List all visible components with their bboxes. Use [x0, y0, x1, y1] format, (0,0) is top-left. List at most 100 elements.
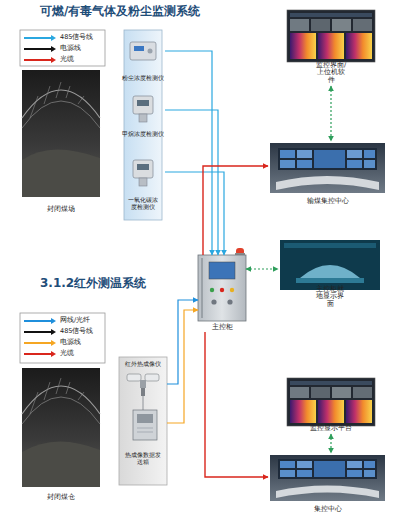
methane-detector-icon: [133, 96, 153, 122]
node-caption: 封闭煤场: [21, 204, 101, 214]
legend-text: 电源线: [60, 44, 81, 53]
legend-line-sample: [24, 48, 52, 50]
photo-background: [22, 368, 100, 487]
local-display: 主控柜就地显示界面: [278, 238, 382, 310]
node-caption: 甲烷浓度检测仪: [121, 129, 165, 138]
legend-arrowhead: [51, 340, 56, 346]
camera-pole: [141, 388, 145, 396]
device-band: [124, 30, 162, 220]
camera-mount: [140, 380, 146, 388]
camera-cable: [143, 396, 144, 410]
box-vent: [137, 428, 153, 429]
camera-body: [145, 374, 159, 381]
control-center: 集控中心: [268, 453, 387, 515]
signal-connector: [205, 332, 268, 477]
video-thumb: [332, 19, 351, 31]
device-sensor: [139, 114, 147, 122]
device-band: [119, 357, 167, 485]
indicator-lamp: [210, 288, 214, 292]
coal-yard-photo: [22, 70, 100, 197]
thermal-image: [318, 400, 344, 423]
wall-screen: [297, 470, 312, 477]
control-knob: [227, 299, 232, 304]
display-header: [284, 243, 376, 248]
signal-connector: [165, 51, 212, 255]
video-thumb: [290, 19, 309, 31]
legend-arrowhead: [51, 318, 56, 324]
node-caption: 监控显示平台: [286, 424, 376, 434]
device-body: [133, 160, 153, 178]
wall-screen: [280, 461, 295, 468]
legend-arrowhead: [51, 46, 56, 52]
wall-screen: [347, 160, 362, 168]
detector: 一氧化碳浓度检测仪: [121, 155, 165, 211]
wall-screen: [297, 160, 312, 168]
wall-screen: [364, 160, 375, 168]
wall-screen: [314, 461, 345, 477]
device-body: [133, 96, 153, 114]
legend-arrowhead: [51, 35, 56, 41]
video-wall: [278, 459, 377, 479]
wall-screen: [364, 470, 375, 477]
control-room-image: [270, 143, 385, 193]
wall-screen: [364, 150, 375, 158]
cabinet-body: [198, 255, 246, 321]
legend-text: 光缆: [60, 55, 74, 64]
legend-row: 光缆: [24, 55, 102, 64]
wall-screen: [297, 461, 312, 468]
control-room-image: [270, 455, 385, 501]
warning-beacon: [236, 248, 244, 255]
indicator-lamp: [220, 288, 224, 292]
device-display: [137, 100, 149, 106]
legend-row: 电源线: [24, 338, 102, 347]
wall-screen: [280, 470, 295, 477]
node-caption: 集控中心: [273, 505, 383, 515]
wall-screen: [347, 461, 362, 468]
wall-screen: [314, 150, 345, 168]
control-center: 输煤集控中心: [268, 141, 387, 207]
video-thumb: [311, 19, 330, 31]
legend-text: 485信号线: [60, 327, 93, 336]
node-caption: 主控柜就地显示界面: [313, 285, 347, 310]
monitor-display: 监控显示平台: [285, 376, 377, 434]
legend-row: 网线/光纤: [24, 316, 102, 325]
signal-connector: [167, 310, 198, 423]
video-thumb: [290, 387, 309, 398]
legend-arrowhead: [51, 329, 56, 335]
device-sensor: [139, 178, 147, 186]
cabinet-hinge: [201, 258, 203, 318]
node-caption: 监控界面/上位机软件: [314, 61, 348, 86]
co-detector-icon: [133, 160, 153, 186]
cabinet-screen: [209, 262, 235, 279]
video-thumb: [353, 19, 372, 31]
node-caption: 封闭煤仓: [21, 492, 101, 502]
video-thumb: [332, 387, 351, 398]
monitor-screen: [287, 10, 375, 62]
signal-connector: [330, 86, 331, 141]
room-background: [270, 143, 385, 193]
device-label: [134, 46, 144, 51]
thermal-camera: 红外热成像仪: [119, 359, 167, 399]
node-caption: 粉尘浓度检测仪: [121, 73, 165, 82]
legend-line-sample: [24, 59, 52, 61]
device-display: [137, 164, 149, 170]
thermal-image: [346, 400, 372, 423]
monitor-screen: [287, 378, 375, 426]
wall-screen: [347, 470, 362, 477]
main-cabinet-icon: [198, 248, 246, 321]
video-thumb: [353, 387, 372, 398]
roof-truss: [30, 378, 84, 414]
dust-detector-icon: [130, 42, 156, 60]
wall-screen: [364, 461, 375, 468]
legend-line-sample: [24, 37, 52, 39]
monitor-frame: [287, 10, 375, 62]
roof-truss: [22, 101, 100, 128]
device-body: [130, 42, 156, 60]
legend-row: 电源线: [24, 44, 102, 53]
monitor-frame: [287, 378, 375, 426]
camera-body: [127, 374, 141, 381]
detector: 甲烷浓度检测仪: [121, 92, 165, 138]
